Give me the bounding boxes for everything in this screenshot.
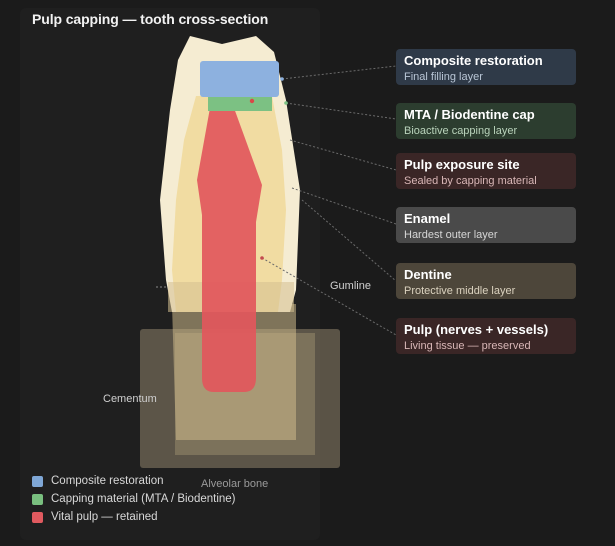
leader-exposure	[289, 139, 397, 171]
alveolar-bone-label: Alveolar bone	[201, 478, 269, 490]
legend-item-capping: Capping material (MTA / Biodentine)	[32, 490, 236, 508]
gumline-label: Gumline	[330, 280, 371, 292]
callout-subtitle: Final filling layer	[404, 71, 483, 83]
leader-dentine	[301, 199, 397, 282]
legend: Composite restoration Capping material (…	[32, 472, 236, 526]
callout-pulp: Pulp (nerves + vessels) Living tissue — …	[396, 318, 576, 354]
callout-pulp-exposure: Pulp exposure site Sealed by capping mat…	[396, 153, 576, 189]
callout-subtitle: Hardest outer layer	[404, 229, 498, 241]
cementum-label: Cementum	[103, 393, 157, 405]
callout-title: Enamel	[404, 211, 451, 226]
pulp-chamber	[197, 108, 262, 392]
callout-composite-restoration: Composite restoration Final filling laye…	[396, 49, 576, 85]
legend-label: Composite restoration	[51, 475, 164, 487]
legend-label: Vital pulp — retained	[51, 511, 158, 523]
callout-title: Pulp (nerves + vessels)	[404, 322, 549, 337]
leader-dot-pulp	[260, 256, 264, 260]
leader-pulp	[261, 257, 397, 336]
diagram-title: Pulp capping — tooth cross-section	[32, 11, 269, 27]
callout-subtitle: Protective middle layer	[404, 285, 516, 297]
callout-title: Dentine	[404, 267, 452, 282]
callout-enamel: Enamel Hardest outer layer	[396, 207, 576, 243]
callout-title: Composite restoration	[404, 53, 543, 68]
callout-subtitle: Bioactive capping layer	[404, 125, 518, 137]
callout-title: Pulp exposure site	[404, 157, 520, 172]
legend-label: Capping material (MTA / Biodentine)	[51, 493, 236, 505]
pulp-exposure-dot	[249, 98, 255, 104]
capping-layer	[208, 97, 272, 111]
composite-restoration	[200, 61, 279, 97]
callout-subtitle: Sealed by capping material	[404, 175, 537, 187]
leader-dot-composite	[280, 77, 284, 81]
leader-capping	[285, 102, 397, 120]
callout-subtitle: Living tissue — preserved	[404, 340, 531, 352]
legend-item-composite: Composite restoration	[32, 472, 236, 490]
legend-swatch	[32, 493, 43, 505]
legend-item-pulp: Vital pulp — retained	[32, 508, 236, 526]
leader-composite	[281, 65, 397, 80]
callout-capping: MTA / Biodentine cap Bioactive capping l…	[396, 103, 576, 139]
legend-swatch	[32, 511, 43, 523]
callout-dentine: Dentine Protective middle layer	[396, 263, 576, 299]
leader-dot-capping	[284, 101, 288, 105]
leader-enamel	[291, 187, 397, 225]
legend-swatch	[32, 475, 43, 487]
callout-title: MTA / Biodentine cap	[404, 107, 535, 122]
